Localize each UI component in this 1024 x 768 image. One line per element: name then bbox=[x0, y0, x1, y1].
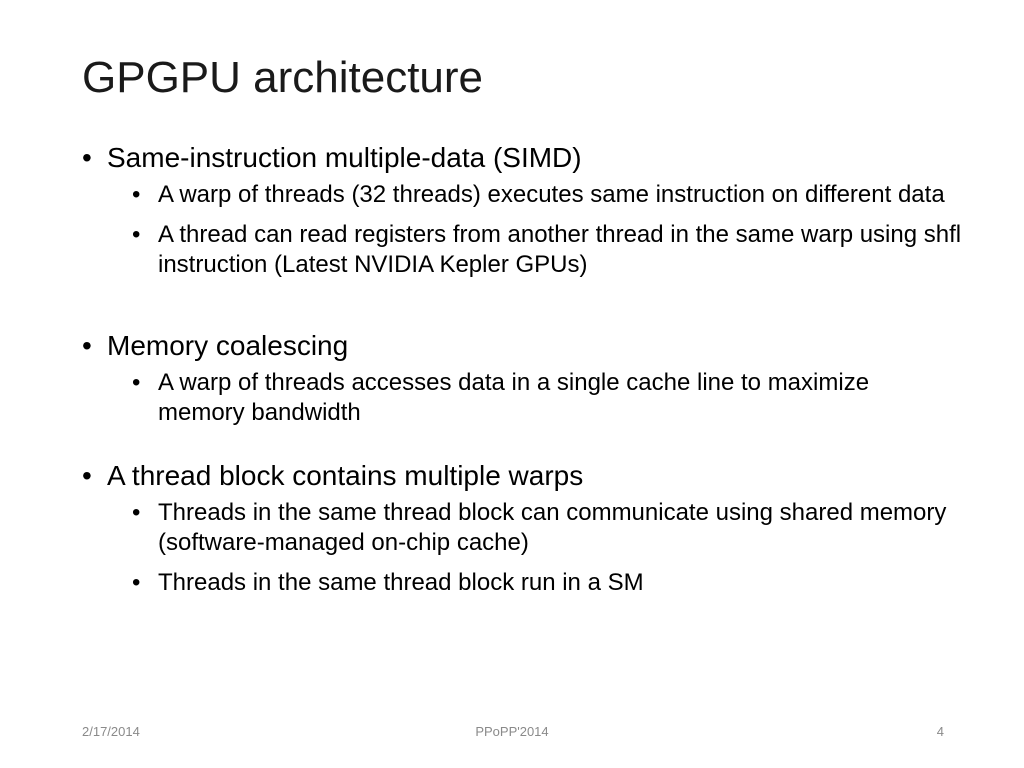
sub-bullet-text: A warp of threads accesses data in a sin… bbox=[158, 369, 870, 426]
spacer bbox=[82, 438, 962, 458]
bullet-dot-icon: • bbox=[132, 369, 141, 396]
bullet-dot-icon: • bbox=[82, 460, 92, 491]
bullet-dot-icon: • bbox=[132, 499, 141, 526]
bullet-text: A thread block contains multiple warps bbox=[107, 460, 584, 491]
footer-page-number: 4 bbox=[936, 724, 944, 739]
slide-title: GPGPU architecture bbox=[82, 53, 484, 102]
bullet-item: • Same-instruction multiple-data (SIMD) bbox=[82, 140, 962, 176]
sub-bullet-item: • Threads in the same thread block run i… bbox=[82, 568, 962, 598]
spacer bbox=[82, 290, 962, 328]
sub-bullet-text: Threads in the same thread block can com… bbox=[158, 499, 947, 556]
bullet-dot-icon: • bbox=[132, 181, 141, 208]
bullet-item: • Memory coalescing bbox=[82, 328, 962, 364]
sub-bullet-text: Threads in the same thread block run in … bbox=[158, 569, 644, 596]
sub-bullet-item: • Threads in the same thread block can c… bbox=[82, 498, 962, 558]
bullet-text: Same-instruction multiple-data (SIMD) bbox=[107, 142, 582, 173]
bullet-dot-icon: • bbox=[132, 221, 141, 248]
footer-conference: PPoPP'2014 bbox=[475, 724, 549, 739]
bullet-item: • A thread block contains multiple warps bbox=[82, 458, 962, 494]
bullet-dot-icon: • bbox=[82, 330, 92, 361]
sub-bullet-text: A warp of threads (32 threads) executes … bbox=[158, 181, 945, 208]
bullet-dot-icon: • bbox=[82, 142, 92, 173]
sub-bullet-item: • A thread can read registers from anoth… bbox=[82, 220, 962, 280]
sub-bullet-text: A thread can read registers from another… bbox=[158, 221, 962, 278]
footer-date: 2/17/2014 bbox=[82, 724, 140, 739]
slide-content: • Same-instruction multiple-data (SIMD) … bbox=[82, 140, 962, 608]
sub-bullet-item: • A warp of threads (32 threads) execute… bbox=[82, 180, 962, 210]
sub-bullet-item: • A warp of threads accesses data in a s… bbox=[82, 368, 962, 428]
bullet-dot-icon: • bbox=[132, 569, 141, 596]
bullet-text: Memory coalescing bbox=[107, 330, 349, 361]
